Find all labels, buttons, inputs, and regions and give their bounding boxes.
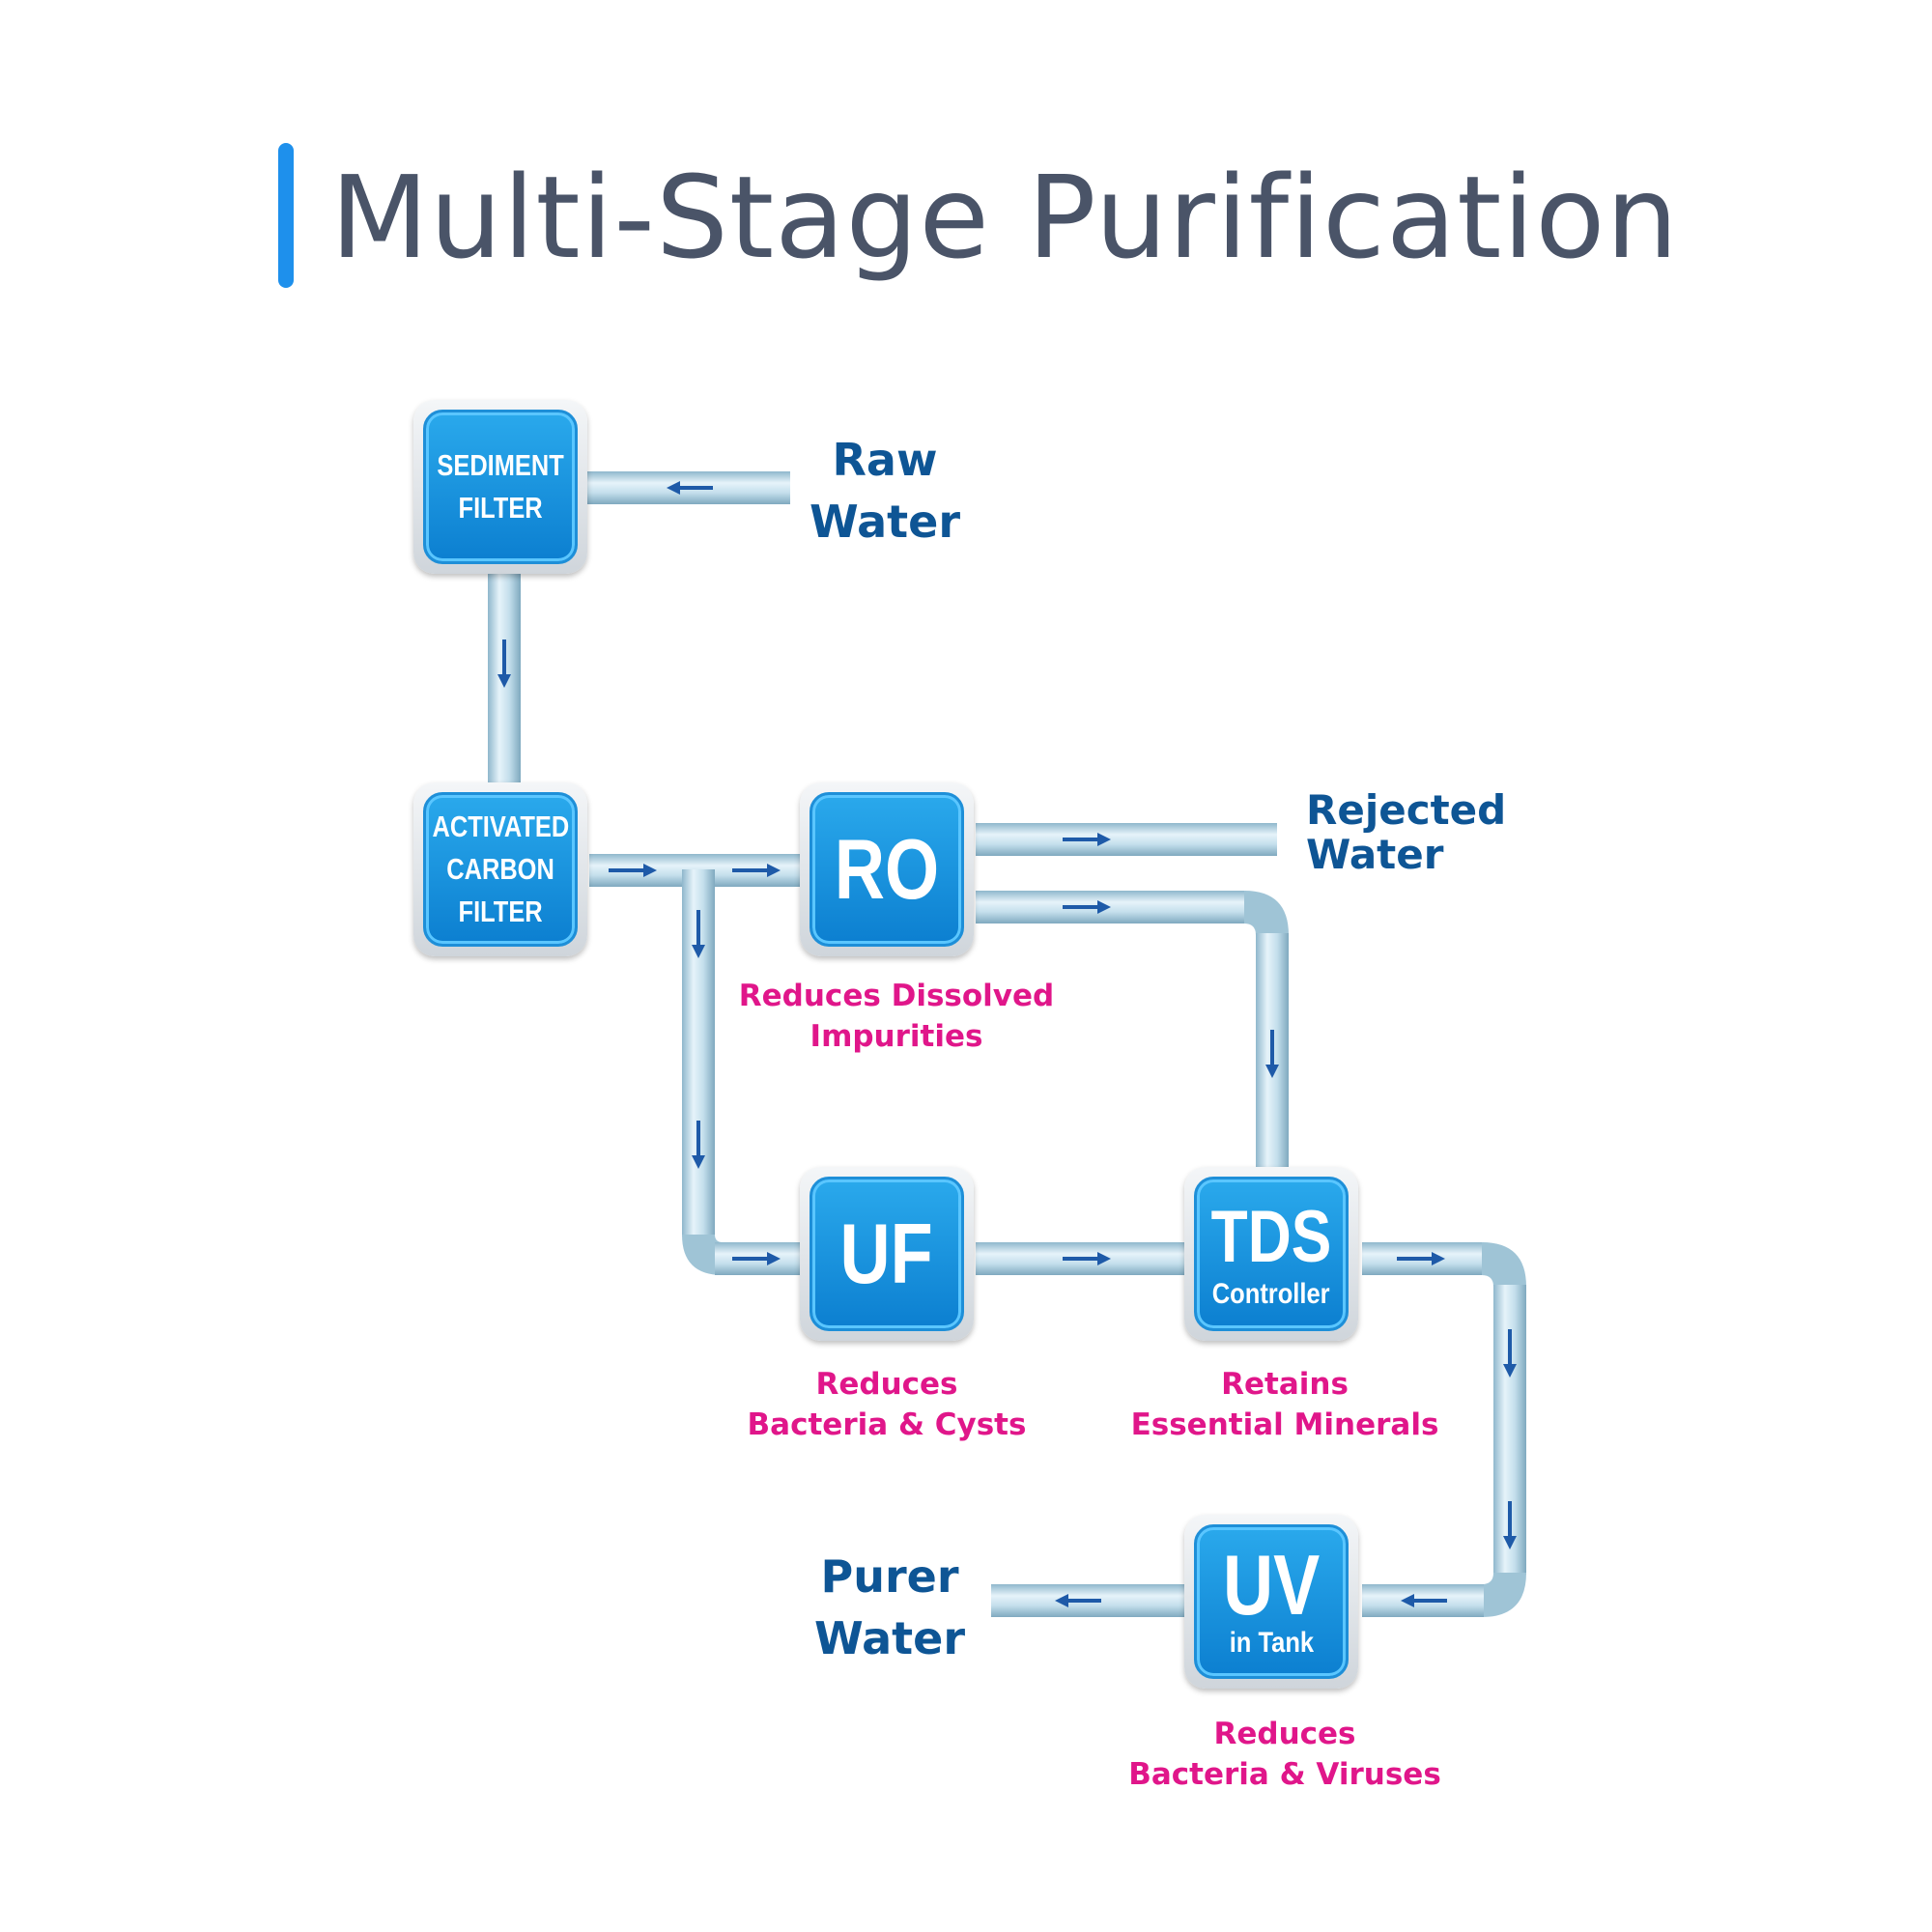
stage-tds-controller: TDS Controller [1184, 1167, 1358, 1341]
arrow-left-uv-in-icon [1401, 1594, 1447, 1607]
arrow-down-right-1-icon [1503, 1329, 1517, 1378]
arrow-down-branch-1-icon [692, 910, 705, 958]
stage-sediment-panel: SEDIMENT FILTER [423, 410, 578, 564]
rejected-water-line1: Rejected [1306, 786, 1507, 834]
arrow-down-right-2-icon [1503, 1501, 1517, 1549]
stage-uv-panel: UV in Tank [1194, 1524, 1349, 1679]
arrow-raw-left-icon [667, 481, 713, 495]
carbon-label-line1: ACTIVATED [432, 810, 569, 843]
ro-description: Reduces Dissolved Impurities [713, 976, 1080, 1057]
pipe-elbow-tds-down [1482, 1242, 1526, 1287]
arrow-left-purer-icon [1055, 1594, 1101, 1607]
tds-description: Retains Essential Minerals [1111, 1364, 1459, 1445]
arrow-right-ro-tds-icon [1063, 900, 1111, 914]
tds-description-line2: Essential Minerals [1130, 1407, 1439, 1442]
purer-water-line2: Water [813, 1612, 965, 1664]
raw-water-label: Raw Water [808, 429, 962, 553]
uv-sublabel: in Tank [1229, 1627, 1314, 1659]
stage-ro-panel: RO [810, 792, 964, 947]
arrow-right-uf-tds-icon [1063, 1252, 1111, 1265]
arrow-down-ro-tds-icon [1265, 1030, 1279, 1078]
ro-label: RO [834, 821, 940, 917]
pipe-elbow-ro-tds [1244, 891, 1289, 935]
stage-sediment-filter: SEDIMENT FILTER [413, 400, 587, 574]
rejected-water-label: Rejected Water [1306, 788, 1506, 877]
ro-description-line2: Impurities [810, 1019, 983, 1054]
carbon-label-line3: FILTER [458, 895, 543, 928]
stage-activated-carbon-filter: ACTIVATED CARBON FILTER [413, 782, 587, 956]
sediment-label-line1: SEDIMENT [437, 448, 564, 482]
purer-water-line1: Purer [820, 1550, 959, 1603]
stage-uf: UF [800, 1167, 974, 1341]
uf-description: Reduces Bacteria & Cysts [723, 1364, 1051, 1445]
stage-carbon-panel: ACTIVATED CARBON FILTER [423, 792, 578, 947]
sediment-label-line2: FILTER [458, 491, 543, 525]
arrow-right-tds-out-icon [1397, 1252, 1445, 1265]
pipe-elbow-uf [682, 1235, 723, 1275]
raw-water-line1: Raw [832, 434, 938, 486]
page-title: Multi-Stage Purification [330, 151, 1680, 284]
tds-sublabel: Controller [1212, 1278, 1330, 1310]
stage-uf-panel: UF [810, 1177, 964, 1331]
tds-description-line1: Retains [1221, 1367, 1349, 1402]
stage-uv: UV in Tank [1184, 1515, 1358, 1689]
tds-label: TDS [1210, 1196, 1332, 1278]
uf-description-line1: Reduces [815, 1367, 958, 1402]
purer-water-label: Purer Water [808, 1546, 972, 1669]
uv-description-line2: Bacteria & Viruses [1128, 1757, 1441, 1792]
stage-ro: RO [800, 782, 974, 956]
pipe-rejected [976, 823, 1277, 856]
uv-label: UV [1222, 1537, 1321, 1633]
uv-description: Reduces Bacteria & Viruses [1111, 1714, 1459, 1795]
arrow-right-carbon-2-icon [732, 864, 781, 877]
raw-water-line2: Water [809, 496, 960, 548]
uf-description-line2: Bacteria & Cysts [747, 1407, 1027, 1442]
arrow-right-rejected-icon [1063, 833, 1111, 846]
arrow-right-uf-in-icon [732, 1252, 781, 1265]
pipe-elbow-uv [1482, 1573, 1526, 1617]
flow-arrows [497, 481, 1517, 1607]
uv-description-line1: Reduces [1213, 1717, 1356, 1751]
arrow-down-branch-2-icon [692, 1121, 705, 1169]
uf-label: UF [839, 1206, 934, 1301]
arrow-down-sediment-icon [497, 639, 511, 688]
arrow-right-carbon-1-icon [609, 864, 657, 877]
stage-tds-panel: TDS Controller [1194, 1177, 1349, 1331]
carbon-label-line2: CARBON [446, 852, 554, 886]
ro-description-line1: Reduces Dissolved [738, 979, 1055, 1013]
rejected-water-line2: Water [1306, 831, 1444, 878]
title-accent-bar [278, 143, 294, 288]
